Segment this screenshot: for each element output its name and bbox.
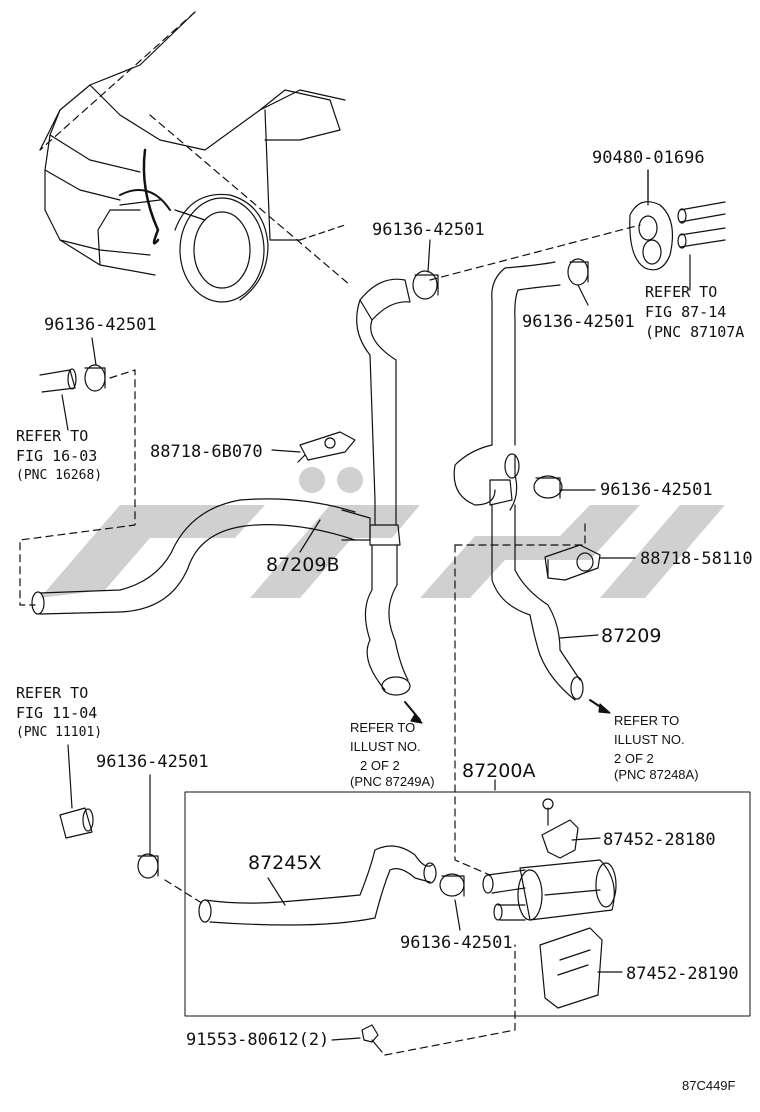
label-illust-87248a: REFER TO ILLUST NO. 2 OF 2 (PNC 87248A) [614,711,699,782]
hose-87245x-part [198,845,437,926]
label-96136-42501-top-left: 96136-42501 [372,220,485,240]
label-87200a: 87200A [462,760,536,782]
illust-left-line4: (PNC 87249A) [350,774,435,789]
clamp-mid-right-part [533,475,563,499]
bolt-part [361,1024,383,1053]
label-88718-6b070: 88718-6B070 [150,442,263,462]
refer-16-03-line1: REFER TO [16,427,89,445]
illust-left-line3: 2 OF 2 [360,758,400,773]
label-96136-42501-top-right: 96136-42501 [522,312,635,332]
label-leaders [61,169,649,1041]
illust-right-line4: (PNC 87248A) [614,767,699,782]
figure-code: 87C449F [682,1078,736,1093]
illust-left-line1: REFER TO [350,720,416,735]
refer-87-14-line2: FIG 87-14 [645,303,727,321]
clamp-lower-left-part [137,853,159,879]
refer-87-14-line1: REFER TO [645,283,718,301]
label-88718-58110: 88718-58110 [640,549,753,569]
pipe-fig-11-04-part [59,807,94,839]
label-87245x: 87245X [248,852,322,874]
label-96136-42501-mid-right: 96136-42501 [600,480,713,500]
clamp-holder-left-part [297,431,356,463]
label-87452-28190: 87452-28190 [626,964,739,984]
clamp-top-right-part [567,258,589,286]
refer-11-04-line1: REFER TO [16,684,89,702]
refer-16-03-line2: FIG 16-03 [16,447,98,465]
refer-11-04-line2: FIG 11-04 [16,704,98,722]
label-illust-87249a: REFER TO ILLUST NO. 2 OF 2 (PNC 87249A) [350,718,435,789]
label-87209b: 87209B [266,554,340,576]
illust-left-line2: ILLUST NO. [350,739,421,754]
pump-assembly-part [482,859,617,921]
label-refer-fig-87-14: REFER TO FIG 87-14 (PNC 87107A [645,282,744,342]
refer-11-04-line3: (PNC 11101) [16,725,103,740]
label-87209: 87209 [601,625,662,647]
hose-87209b-part [31,278,423,724]
hose-87209-part [453,261,611,714]
assembly-87200a-box [184,791,751,1017]
refer-87-14-line3: (PNC 87107A [645,323,745,341]
clamp-lower-mid-part [439,873,465,897]
illust-right-line3: 2 OF 2 [614,751,654,766]
label-90480-01696: 90480-01696 [592,148,705,168]
label-refer-fig-16-03: REFER TO FIG 16-03 (PNC 16268) [16,426,102,486]
clamp-holder-right-part [544,544,601,581]
label-96136-42501-left: 96136-42501 [44,315,157,335]
bracket-lower-part [539,927,603,1009]
clamp-top-left-part [412,270,439,300]
refer-16-03-line3: (PNC 16268) [16,468,103,483]
label-91553-80612: 91553-80612(2) [186,1030,330,1050]
clamp-left-part [39,364,106,393]
label-96136-42501-lower-left: 96136-42501 [96,752,209,772]
label-refer-fig-11-04: REFER TO FIG 11-04 (PNC 11101) [16,683,102,743]
bracket-upper-part [541,798,579,859]
vehicle-sketch [39,11,346,303]
label-96136-42501-lower-mid: 96136-42501 [400,933,513,953]
illust-right-line1: REFER TO [614,713,680,728]
grommet-part [629,169,726,291]
leader-lines [19,11,641,1056]
label-87452-28180: 87452-28180 [603,830,716,850]
illust-right-line2: ILLUST NO. [614,732,685,747]
